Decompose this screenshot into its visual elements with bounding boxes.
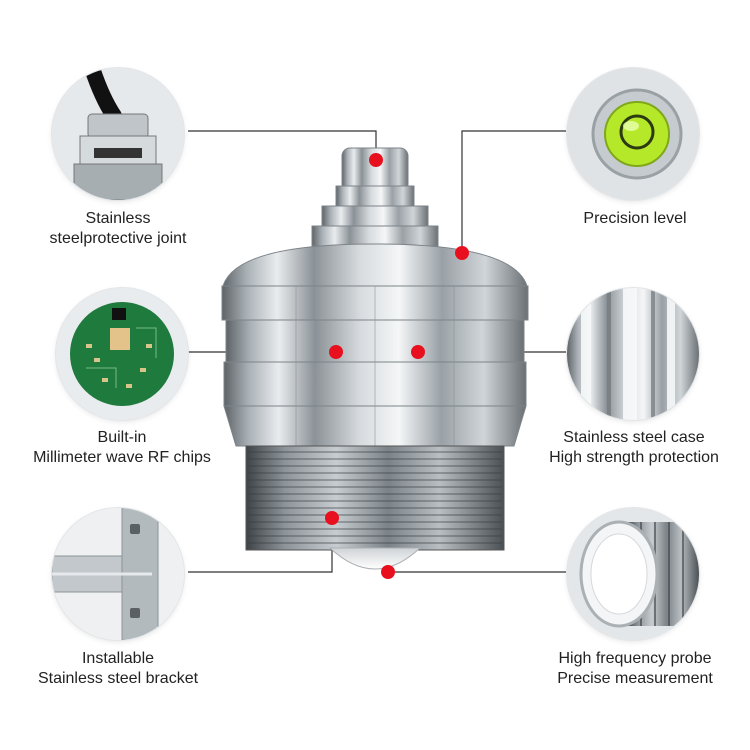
mounting-bracket-icon [52,508,184,640]
joint-caption-line1: Stainless [85,210,151,227]
level-callout-line [461,130,566,253]
level-marker [455,246,469,260]
case-caption-line1: Stainless steel case [563,429,705,446]
bubble-level-icon [567,68,699,200]
probe-caption-line1: High frequency probe [558,650,712,667]
probe-icon [567,508,699,640]
cable-gland-icon [52,68,184,200]
case-caption: Stainless steel case High strength prote… [524,428,744,468]
joint-caption-line2: steelprotective joint [49,230,187,247]
probe-marker [381,565,395,579]
joint-caption: Stainless steelprotective joint [8,209,228,249]
bracket-marker [325,511,339,525]
bracket-caption-line1: Installable [81,650,155,667]
joint-marker [369,153,383,167]
chip-marker [329,345,343,359]
case-caption-line2: High strength protection [549,449,719,466]
case-marker [411,345,425,359]
steel-case-icon [567,288,699,420]
circuit-board-icon [56,288,188,420]
probe-caption: High frequency probe Precise measurement [525,649,745,689]
level-caption: Precision level [525,209,745,229]
chip-caption-line1: Built-in [97,429,147,446]
chip-caption: Built-in Millimeter wave RF chips [12,428,232,468]
bracket-caption-line2: Stainless steel bracket [37,670,199,687]
level-caption-line1: Precision level [583,210,687,227]
bracket-caption: Installable Stainless steel bracket [8,649,228,689]
probe-caption-line2: Precise measurement [557,670,713,687]
chip-caption-line2: Millimeter wave RF chips [33,449,211,466]
